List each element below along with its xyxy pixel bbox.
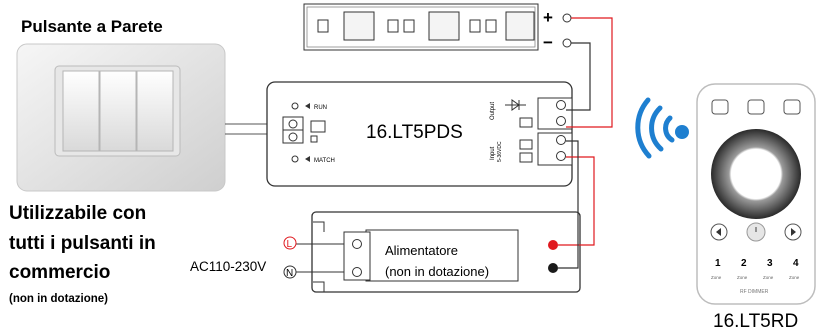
wall-switch-title: Pulsante a Parete bbox=[21, 17, 163, 36]
rocker-key-1 bbox=[62, 70, 100, 152]
strip-minus-label: − bbox=[543, 33, 553, 52]
led-chip-icon bbox=[428, 11, 460, 41]
wall-switch bbox=[16, 43, 226, 192]
input-range-label: 5-36VDC bbox=[497, 141, 503, 162]
line-symbol bbox=[283, 236, 297, 250]
led-chip-icon bbox=[505, 11, 535, 41]
remote-brand-label: RF DIMMER bbox=[740, 289, 769, 295]
psu-label-line-1: Alimentatore bbox=[385, 243, 458, 258]
remote-zone-1: 1 bbox=[715, 258, 721, 269]
rocker-key-3 bbox=[136, 70, 174, 152]
rf-signal-icon bbox=[635, 97, 689, 159]
controller-model-label: 16.LT5PDS bbox=[366, 122, 463, 143]
run-arrow-icon bbox=[305, 103, 310, 109]
remote-zone-label: Zone bbox=[711, 275, 722, 280]
resistor-icon bbox=[403, 19, 415, 33]
remote-memory-button-1 bbox=[711, 99, 729, 115]
resistor-icon bbox=[469, 19, 481, 33]
strip-minus-terminal bbox=[562, 38, 572, 48]
compat-line-1: Utilizzabile con bbox=[9, 203, 147, 224]
diode-icon bbox=[505, 99, 526, 111]
remote-zone-3: 3 bbox=[767, 258, 773, 269]
remote-zone-label: Zone bbox=[737, 275, 748, 280]
remote-zone-label: Zone bbox=[763, 275, 774, 280]
led-chip-icon bbox=[343, 11, 375, 41]
power-supply bbox=[311, 211, 581, 293]
remote: 1 2 3 4 Zone Zone Zone Zone RF DIMMER bbox=[696, 83, 816, 305]
match-label: MATCH bbox=[314, 158, 335, 164]
remote-zone-2: 2 bbox=[741, 258, 747, 269]
input-label: Input bbox=[490, 146, 496, 160]
strip-plus-terminal bbox=[562, 13, 572, 23]
run-label: RUN bbox=[314, 105, 327, 111]
remote-memory-button-3 bbox=[783, 99, 801, 115]
controller: RUN MATCH Output Input 5-36VDC bbox=[266, 81, 573, 187]
resistor-icon bbox=[317, 19, 329, 33]
match-arrow-icon bbox=[305, 156, 310, 162]
remote-zone-label: Zone bbox=[789, 275, 800, 280]
resistor-icon bbox=[387, 19, 399, 33]
remote-zone-4: 4 bbox=[793, 258, 799, 269]
led-strip: + − bbox=[303, 3, 572, 52]
line-symbol-label: L bbox=[287, 239, 293, 250]
psu-positive-output bbox=[548, 240, 558, 250]
rocker-key-2 bbox=[99, 70, 137, 152]
switch-symbol-icon bbox=[310, 120, 326, 133]
psu-label-line-2: (non in dotazione) bbox=[385, 264, 490, 279]
output-terminal bbox=[537, 97, 573, 130]
neutral-symbol bbox=[283, 265, 297, 279]
output-label: Output bbox=[490, 102, 496, 120]
ac-input: L N bbox=[283, 236, 344, 279]
psu-negative-output bbox=[548, 263, 558, 273]
remote-memory-button-2 bbox=[747, 99, 765, 115]
neutral-symbol-label: N bbox=[286, 268, 293, 279]
compat-note: (non in dotazione) bbox=[9, 293, 109, 305]
compat-line-2: tutti i pulsanti in bbox=[9, 233, 156, 254]
input-terminal bbox=[537, 132, 573, 166]
resistor-icon bbox=[485, 19, 497, 33]
strip-plus-label: + bbox=[543, 8, 553, 27]
wiring bbox=[558, 17, 613, 269]
remote-model-label: 16.LT5RD bbox=[713, 311, 799, 332]
ac-voltage-label: AC110-230V bbox=[190, 259, 267, 274]
compat-line-3: commercio bbox=[9, 262, 111, 283]
